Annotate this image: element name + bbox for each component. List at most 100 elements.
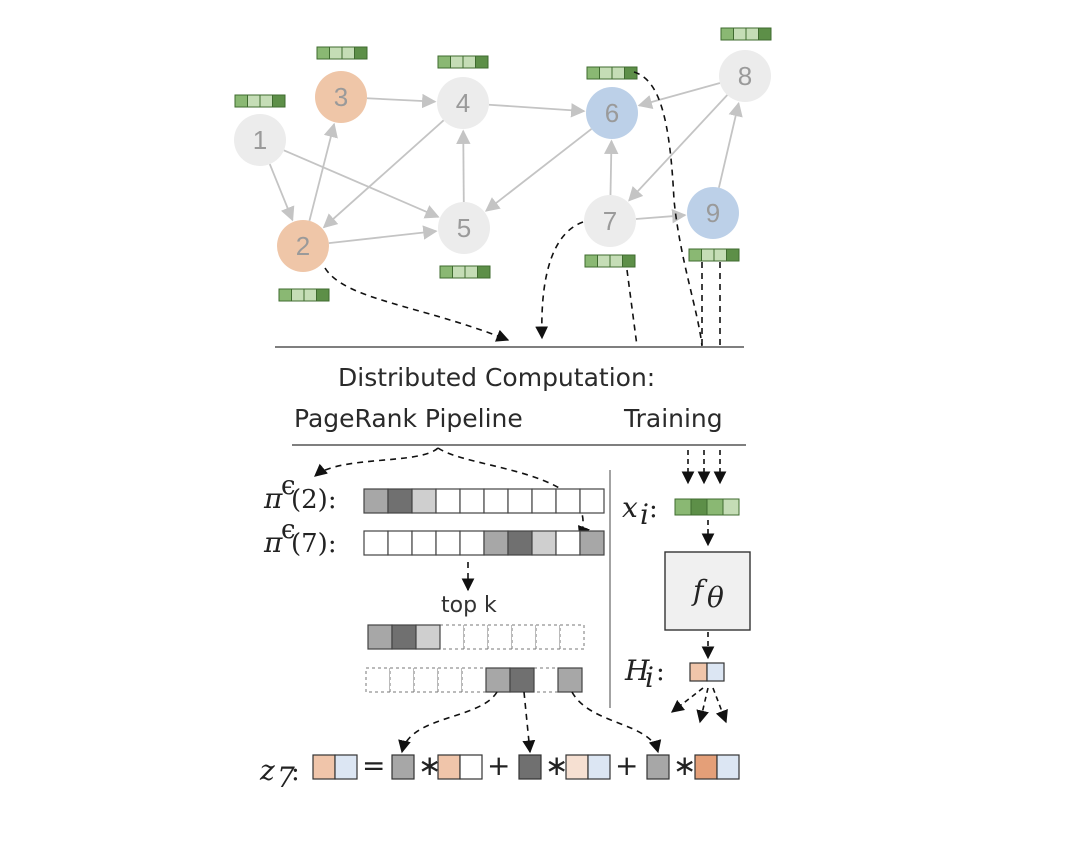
node-feature-vectors bbox=[234, 27, 772, 302]
empty-slot bbox=[413, 667, 439, 693]
feature-cell bbox=[758, 27, 772, 41]
node-feature-vector bbox=[584, 254, 636, 268]
embedding-term-1-left bbox=[437, 754, 461, 780]
feature-cell bbox=[291, 288, 305, 302]
plus-sign-1: + bbox=[487, 749, 510, 782]
dashed-flow-arrows bbox=[324, 71, 721, 347]
embedding-term-2-right bbox=[587, 754, 611, 780]
training-heading: Training bbox=[623, 404, 723, 433]
graph-node-1: 1 bbox=[234, 114, 286, 166]
plus-sign-2: + bbox=[615, 749, 638, 782]
flow-node6-feature-line bbox=[633, 71, 703, 347]
vector-cell bbox=[531, 530, 557, 556]
pi-epsilon-7-label: π ϵ (7): bbox=[263, 515, 337, 559]
feature-cell bbox=[439, 265, 453, 279]
edge-7-to-6 bbox=[604, 139, 619, 196]
vector-cell bbox=[507, 530, 533, 556]
vector-cell bbox=[387, 488, 413, 514]
empty-slot bbox=[535, 624, 561, 650]
edge-4-to-2 bbox=[322, 119, 445, 229]
svg-text:x: x bbox=[622, 491, 638, 524]
vector-cell bbox=[507, 488, 533, 514]
feature-cell bbox=[462, 55, 476, 69]
embedding-cell bbox=[706, 662, 725, 682]
svg-text::: : bbox=[656, 657, 665, 687]
z7-equation: =∗+∗+∗ bbox=[312, 749, 740, 782]
h-i-label: H i : bbox=[624, 654, 665, 694]
graph-node-6: 6 bbox=[586, 87, 638, 139]
node-feature-vector bbox=[316, 46, 368, 60]
svg-text:7: 7 bbox=[277, 761, 295, 794]
svg-text:z: z bbox=[259, 754, 275, 787]
weight-2 bbox=[518, 754, 542, 780]
node-label: 6 bbox=[605, 98, 619, 128]
node-feature-vector bbox=[586, 66, 638, 80]
node-circle bbox=[586, 87, 638, 139]
embedding-term-2-left bbox=[565, 754, 589, 780]
edge-2-to-3 bbox=[308, 122, 338, 222]
feature-cell bbox=[475, 55, 489, 69]
feature-cell bbox=[690, 498, 708, 516]
graph-node-2: 2 bbox=[277, 220, 329, 272]
flow-node2-arrow bbox=[324, 267, 510, 342]
edge-3-to-4 bbox=[366, 93, 437, 109]
vector-cell bbox=[555, 530, 581, 556]
to-pi7-arrow bbox=[437, 447, 590, 540]
node-label: 8 bbox=[738, 61, 752, 91]
node-circle bbox=[438, 202, 490, 254]
edge-7-to-9 bbox=[635, 208, 687, 224]
svg-text:π: π bbox=[263, 482, 283, 515]
svg-text:H: H bbox=[624, 654, 650, 687]
graph-edges bbox=[268, 82, 743, 245]
node-feature-vector bbox=[439, 265, 491, 279]
node-label: 4 bbox=[456, 88, 470, 118]
svg-text:ϵ: ϵ bbox=[281, 471, 296, 501]
feature-cell bbox=[609, 254, 623, 268]
feature-cell bbox=[316, 288, 330, 302]
topk-term3-arrow bbox=[571, 691, 662, 754]
feature-cell bbox=[259, 94, 273, 108]
graph-node-9: 9 bbox=[687, 187, 739, 239]
vector-cell bbox=[483, 488, 509, 514]
node-circle bbox=[687, 187, 739, 239]
pagerank-pipeline-heading: PageRank Pipeline bbox=[294, 404, 523, 433]
times-sign-2: ∗ bbox=[545, 749, 568, 782]
feature-cell bbox=[477, 265, 491, 279]
node-label: 5 bbox=[457, 213, 471, 243]
node-feature-vector bbox=[720, 27, 772, 41]
x-i-label: x i : bbox=[622, 491, 658, 531]
svg-text:π: π bbox=[263, 526, 283, 559]
vector-cell bbox=[509, 667, 535, 693]
node-feature-vector bbox=[278, 288, 330, 302]
svg-text::: : bbox=[649, 494, 658, 524]
feature-cell bbox=[706, 498, 724, 516]
feature-cell bbox=[303, 288, 317, 302]
vector-cell bbox=[387, 530, 413, 556]
edge-4-to-6 bbox=[488, 103, 586, 118]
topk-term1-arrow bbox=[398, 691, 498, 754]
node-circle bbox=[719, 50, 771, 102]
weight-1 bbox=[391, 754, 415, 780]
vector-cell bbox=[579, 488, 605, 514]
graph-node-5: 5 bbox=[438, 202, 490, 254]
h-out-arrow-3 bbox=[712, 687, 728, 724]
feature-cell bbox=[701, 248, 715, 262]
pi-epsilon-2-vector bbox=[363, 488, 605, 514]
vector-cell bbox=[363, 488, 389, 514]
empty-slot bbox=[439, 624, 465, 650]
feature-cell bbox=[341, 46, 355, 60]
empty-slot bbox=[461, 667, 487, 693]
feature-cell bbox=[597, 254, 611, 268]
empty-slot bbox=[365, 667, 391, 693]
node-label: 2 bbox=[296, 231, 310, 261]
embedding-term-1-right bbox=[459, 754, 483, 780]
feature-cell bbox=[720, 27, 734, 41]
svg-text::: : bbox=[291, 757, 300, 787]
node-label: 7 bbox=[603, 206, 617, 236]
node-label: 1 bbox=[253, 125, 267, 155]
weight-3 bbox=[646, 754, 670, 780]
feature-cell bbox=[713, 248, 727, 262]
vector-cell bbox=[411, 488, 437, 514]
